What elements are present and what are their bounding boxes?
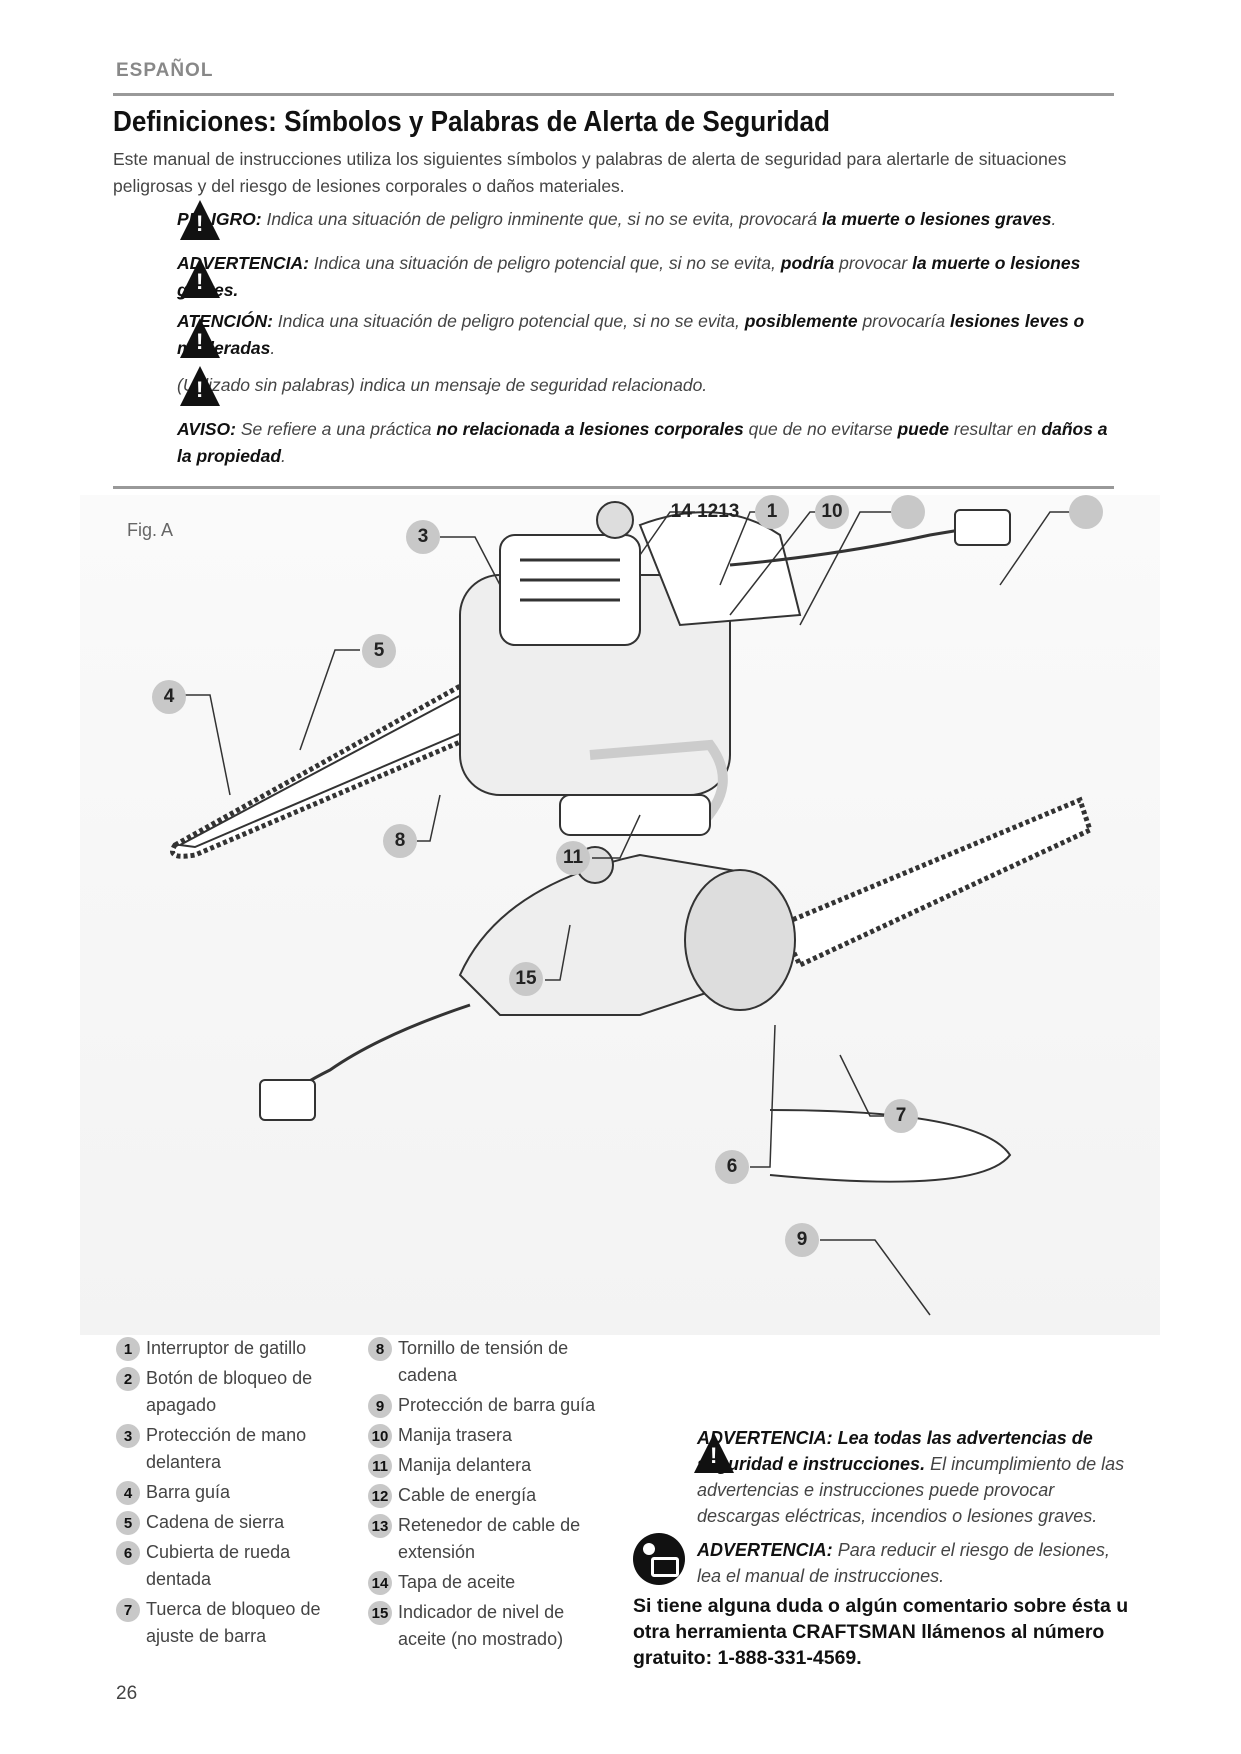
warning-aviso: AVISO: Se refiere a una práctica no rela…: [177, 419, 1108, 466]
legend-number: 1: [116, 1337, 140, 1361]
warning-advertencia: ADVERTENCIA: Indica una situación de pel…: [177, 250, 1117, 304]
callout-blank: [1069, 495, 1103, 529]
callout-3: 3: [406, 520, 440, 554]
legend-text: Botón de bloqueo de apagado: [146, 1368, 313, 1415]
legend-text: Tapa de aceite: [398, 1572, 516, 1592]
warning-triangle-icon: [694, 1433, 734, 1473]
figure-label: Fig. A: [127, 520, 174, 540]
legend-number: 3: [116, 1424, 140, 1448]
legend-number: 14: [368, 1571, 392, 1595]
page-number: 26: [116, 1683, 138, 1704]
warning-atencion: ATENCIÓN: Indica una situación de peligr…: [177, 308, 1117, 362]
legend-text: Cubierta de rueda dentada: [146, 1542, 291, 1589]
warning-triangle-icon: [180, 258, 220, 298]
legend-item: 10 Manija trasera: [368, 1422, 598, 1449]
legend-number: 7: [116, 1598, 140, 1622]
bottom-warning-manual: ADVERTENCIA: Para reducir el riesgo de l…: [697, 1540, 1110, 1586]
legend-text: Interruptor de gatillo: [146, 1338, 307, 1358]
legend-item: 9 Protección de barra guía: [368, 1392, 598, 1419]
legend-text: Indicador de nivel de aceite (no mostrad…: [398, 1602, 565, 1649]
page-title: Definiciones: Símbolos y Palabras de Ale…: [113, 106, 830, 138]
divider: [113, 486, 1114, 489]
legend-text: Tuerca de bloqueo de ajuste de barra: [146, 1599, 321, 1646]
legend-number: 10: [368, 1424, 392, 1448]
warning-sin-palabras: (Utilizado sin palabras) indica un mensa…: [177, 366, 1117, 406]
legend-text: Protección de mano delantera: [146, 1425, 307, 1472]
callout-11: 11: [556, 841, 590, 875]
legend-number: 4: [116, 1481, 140, 1505]
warning-triangle-icon: [180, 366, 220, 406]
legend-text: Tornillo de tensión de cadena: [398, 1338, 569, 1385]
legend-text: Barra guía: [146, 1482, 231, 1502]
legend-number: 8: [368, 1337, 392, 1361]
warning-triangle-icon: [180, 200, 220, 240]
legend-item: 1 Interruptor de gatillo: [116, 1335, 336, 1362]
legend-item: 12 Cable de energía: [368, 1482, 598, 1509]
intro-text: Este manual de instrucciones utiliza los…: [113, 149, 1067, 196]
legend-text: Cable de energía: [398, 1485, 537, 1505]
warning-triangle-icon: [180, 318, 220, 358]
callout-blank: [891, 495, 925, 529]
legend-number: 11: [368, 1454, 392, 1478]
legend-number: 9: [368, 1394, 392, 1418]
legend-text: Cadena de sierra: [146, 1512, 285, 1532]
legend-item: 14 Tapa de aceite: [368, 1569, 598, 1596]
callout-4: 4: [152, 680, 186, 714]
chainsaw-illustration: [170, 501, 1094, 1316]
callout-7: 7: [884, 1099, 918, 1133]
legend-number: 13: [368, 1514, 392, 1538]
bottom-warning-read: ADVERTENCIA: Lea todas las advertencias …: [694, 1425, 1127, 1529]
legend-number: 5: [116, 1511, 140, 1535]
legend-text: Manija trasera: [398, 1425, 513, 1445]
warning-peligro: PELIGRO: Indica una situación de peligro…: [177, 200, 1117, 240]
legend-item: 5 Cadena de sierra: [116, 1509, 336, 1536]
top-chainsaw: [170, 501, 1011, 859]
legend-number: 12: [368, 1484, 392, 1508]
legend-number: 15: [368, 1601, 392, 1625]
legend-text: Protección de barra guía: [398, 1395, 596, 1415]
callout-5: 5: [362, 634, 396, 668]
contact-info: Si tiene alguna duda o algún comentario …: [633, 1595, 1129, 1669]
read-manual-icon: [633, 1533, 685, 1585]
callout-8: 8: [383, 824, 417, 858]
callout-9: 9: [785, 1223, 819, 1257]
legend-number: 6: [116, 1541, 140, 1565]
legend-item: 11 Manija delantera: [368, 1452, 598, 1479]
legend-text: Retenedor de cable de extensión: [398, 1515, 581, 1562]
legend-item: 4 Barra guía: [116, 1479, 336, 1506]
callout-15: 15: [509, 962, 543, 996]
bottom-chainsaw: [259, 739, 1094, 1183]
legend-number: 2: [116, 1367, 140, 1391]
callout-1: 1: [755, 495, 789, 529]
divider: [113, 93, 1114, 96]
legend-text: Manija delantera: [398, 1455, 532, 1475]
language-label: ESPAÑOL: [116, 60, 214, 81]
callout-10: 10: [815, 495, 849, 529]
callout-6: 6: [715, 1150, 749, 1184]
